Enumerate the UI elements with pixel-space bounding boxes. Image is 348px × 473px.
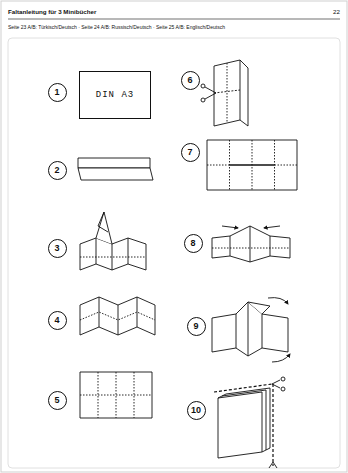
step-number: 4	[54, 316, 59, 325]
creased-sheet-stroke	[80, 372, 152, 418]
folded-sheet-stroke	[78, 168, 153, 180]
folded-cut-sheet-stroke	[214, 60, 248, 126]
push-sheet-stroke	[222, 226, 238, 228]
step-number: 9	[193, 322, 198, 331]
accordion-strip	[80, 297, 155, 335]
creased-sheet	[80, 372, 152, 418]
cross-fold-stroke	[248, 302, 270, 314]
booklet-stroke	[226, 388, 270, 450]
accordion-peak	[80, 212, 146, 270]
folded-cut-sheet-stroke	[227, 63, 228, 123]
accordion-strip-stroke	[80, 297, 155, 335]
booklet-stroke	[222, 390, 266, 452]
folded-cut-sheet-stroke	[201, 84, 205, 88]
push-sheet-stroke	[212, 226, 290, 262]
creased-sheet-stroke	[80, 372, 152, 418]
step-number: 10	[191, 406, 201, 415]
slit-sheet	[207, 140, 297, 190]
subtitle-note: Seite 23 A/B: Türkisch/Deutsch · Seite 2…	[8, 25, 225, 31]
step-number-circle: 1	[48, 83, 67, 102]
booklet-stroke	[218, 392, 262, 458]
step-number-circle: 2	[48, 161, 67, 180]
folded-cut-sheet	[201, 60, 248, 126]
cross-fold-stroke	[212, 302, 288, 356]
folded-sheet	[78, 158, 153, 180]
accordion-peak-stroke	[96, 212, 112, 244]
step-number: 8	[190, 239, 195, 248]
folded-sheet-stroke	[78, 158, 150, 168]
step-number-circle: 4	[48, 311, 67, 330]
accordion-strip-stroke	[80, 312, 155, 320]
step-number-circle: 9	[187, 317, 206, 336]
booklet-stroke	[272, 384, 273, 466]
header-rule	[8, 19, 340, 20]
push-sheet-stroke	[264, 226, 280, 228]
header-rule-stroke	[8, 19, 340, 20]
push-sheet-stroke	[212, 248, 290, 249]
accordion-strip-stroke	[99, 297, 137, 335]
slit-sheet-stroke	[207, 140, 297, 190]
folded-cut-sheet-stroke	[205, 87, 216, 99]
step-number: 6	[187, 76, 192, 85]
accordion-peak-stroke	[80, 238, 146, 270]
push-sheet	[212, 226, 290, 262]
step-number: 7	[187, 148, 192, 157]
folded-cut-sheet-stroke	[214, 90, 240, 93]
paper-sheet: DIN A3	[79, 71, 151, 119]
slit-sheet-stroke	[230, 164, 275, 165]
booklet-stroke	[214, 384, 272, 392]
content-frame	[8, 38, 340, 468]
booklet-stroke	[281, 387, 285, 391]
booklet-stroke	[218, 394, 226, 398]
step-number-circle: 5	[48, 391, 67, 410]
cross-fold-stroke	[272, 354, 290, 362]
accordion-peak-stroke	[80, 257, 146, 258]
page-number: 22	[333, 9, 340, 16]
cross-fold	[212, 298, 290, 362]
folded-cut-sheet-stroke	[201, 98, 205, 102]
step-number: 5	[54, 396, 59, 405]
accordion-peak-stroke	[98, 212, 108, 232]
step-number-circle: 10	[187, 401, 206, 420]
booklet-stroke	[272, 380, 280, 388]
content-frame-stroke	[8, 38, 340, 468]
booklet-stroke	[269, 462, 277, 468]
cross-fold-stroke	[268, 298, 288, 304]
page-title: Faltanleitung für 3 Minibücher	[8, 9, 96, 16]
booklet	[214, 377, 285, 468]
step-number-circle: 8	[184, 234, 203, 253]
format-label: DIN A3	[96, 91, 134, 100]
slit-sheet-stroke	[207, 140, 297, 190]
step-number: 1	[54, 88, 59, 97]
step-number-circle: 3	[48, 239, 67, 258]
step-number-circle: 7	[181, 143, 200, 162]
push-sheet-stroke	[230, 226, 270, 262]
booklet-stroke	[281, 377, 285, 381]
step-number: 2	[54, 166, 59, 175]
step-number-circle: 6	[181, 71, 200, 90]
step-number: 3	[54, 244, 59, 253]
